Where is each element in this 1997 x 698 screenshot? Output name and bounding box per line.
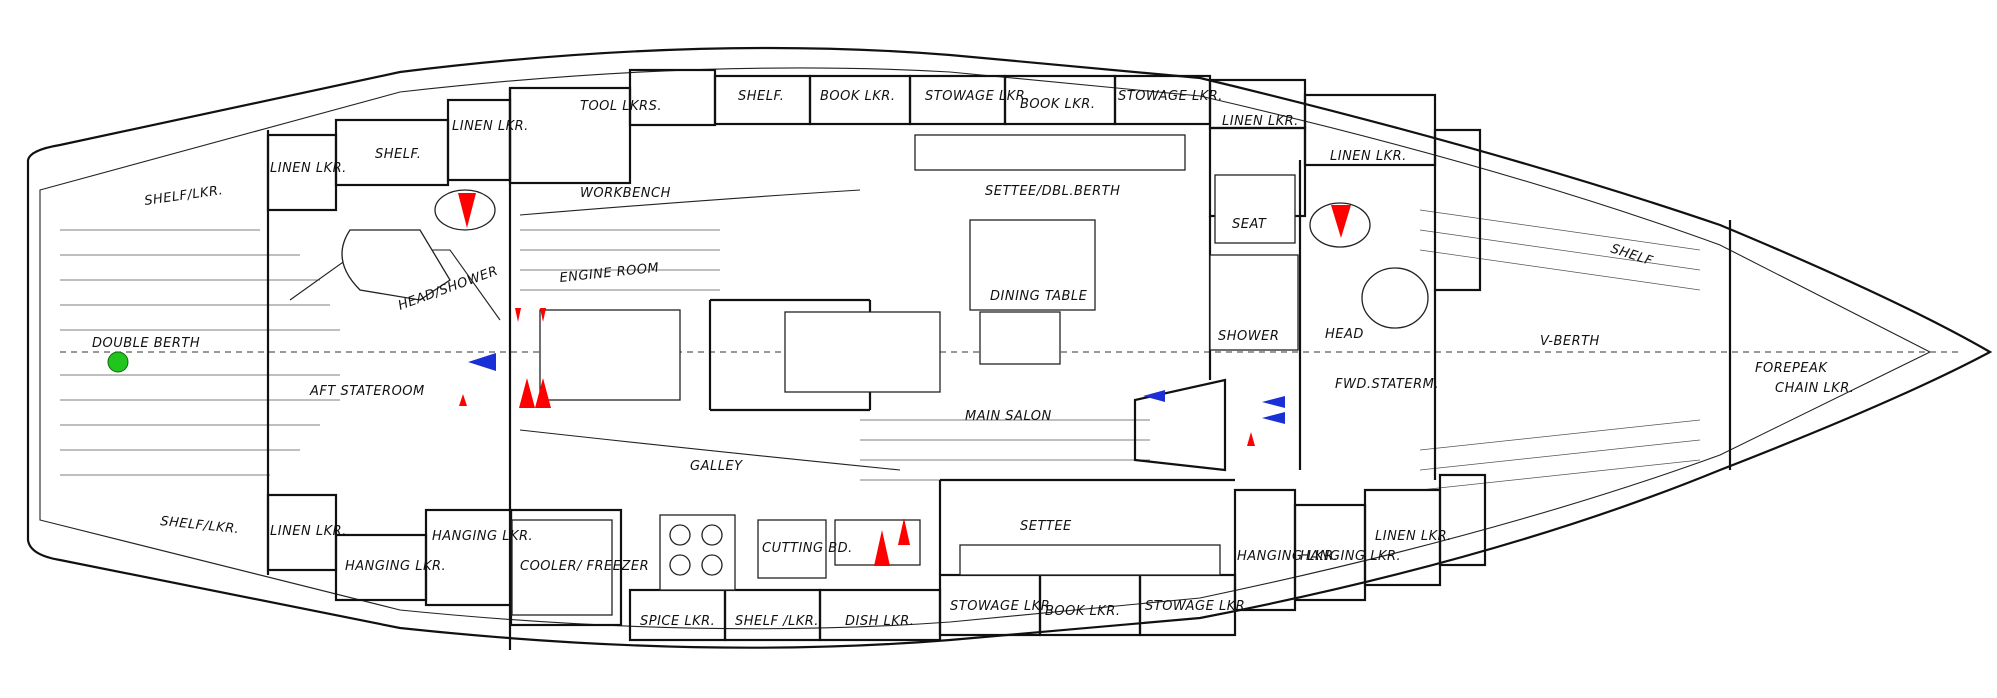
label-settee-dbl-berth: SETTEE/DBL.BERTH [985, 184, 1120, 199]
cutting-board [757, 519, 827, 579]
label-shelf-bow: SHELF [1609, 242, 1655, 270]
hull-outline [26, 46, 1993, 649]
label-chain-lkr: CHAIN LKR. [1775, 381, 1854, 396]
galley-stove [659, 514, 736, 591]
label-shelf-head: SHELF. [375, 147, 421, 162]
label-linen-lkr-6: LINEN LKR. [1375, 529, 1452, 544]
red-marker [458, 193, 476, 228]
red-marker [1247, 432, 1255, 446]
dining-table [969, 219, 1096, 311]
label-stowage-lkr-4: STOWAGE LKR. [1145, 599, 1250, 614]
label-book-lkr-3: BOOK LKR. [1045, 604, 1120, 619]
label-v-berth: V-BERTH [1540, 334, 1600, 349]
label-linen-lkr-4: LINEN LKR. [1330, 149, 1407, 164]
label-stowage-lkr-1: STOWAGE LKR. [925, 89, 1030, 104]
label-main-salon: MAIN SALON [965, 409, 1052, 424]
cooler-freezer-box [511, 519, 613, 616]
settee-bottom [959, 544, 1221, 576]
label-hanging-lkr-1: HANGING LKR. [345, 559, 446, 574]
label-forepeak: FOREPEAK [1755, 361, 1828, 376]
label-shelf-lkr-aft-bottom: SHELF/LKR. [160, 514, 240, 537]
label-head: HEAD [1325, 327, 1364, 342]
salon-cabinet [979, 311, 1061, 365]
label-shower: SHOWER [1218, 329, 1279, 344]
label-linen-lkr-5: LINEN LKR. [270, 524, 347, 539]
label-book-lkr-1: BOOK LKR. [820, 89, 895, 104]
label-stowage-lkr-3: STOWAGE LKR. [950, 599, 1055, 614]
red-marker [515, 308, 521, 322]
floor-hatching [60, 209, 1701, 491]
label-dish-lkr: DISH LKR. [845, 614, 914, 629]
label-engine-room: ENGINE ROOM [559, 261, 660, 286]
red-marker [898, 518, 910, 545]
label-shelf-lkr-aft-top: SHELF/LKR. [143, 183, 224, 209]
label-hanging-lkr-2: HANGING LKR. [432, 529, 533, 544]
label-cutting-bd: CUTTING BD. [762, 541, 853, 556]
red-marker [540, 308, 546, 322]
label-seat: SEAT [1232, 217, 1267, 232]
label-aft-stateroom: AFT STATEROOM [309, 384, 425, 399]
red-marker [519, 378, 535, 408]
label-shelf-top: SHELF. [738, 89, 784, 104]
interior-walls [266, 88, 1437, 650]
label-shelf-lkr-galley: SHELF /LKR. [735, 614, 819, 629]
red-marker [535, 378, 551, 408]
label-tool-lkrs: TOOL LKRS. [580, 99, 662, 114]
fwd-sink [1361, 267, 1429, 329]
label-dining-table: DINING TABLE [990, 289, 1088, 304]
label-galley: GALLEY [690, 459, 743, 474]
label-cooler-freezer: COOLER/ FREEZER [520, 559, 649, 574]
label-settee: SETTEE [1020, 519, 1072, 534]
fixtures [341, 134, 1429, 616]
aft-shower [341, 229, 451, 301]
settee-top [914, 134, 1186, 171]
label-linen-lkr-3: LINEN LKR. [1222, 114, 1299, 129]
hull-inner [39, 67, 1932, 630]
blue-marker [468, 353, 496, 371]
fwd-shower [1209, 254, 1299, 351]
markers [107, 193, 1351, 566]
nav-cabinet [784, 311, 941, 393]
blue-marker [1143, 390, 1165, 402]
red-marker [459, 394, 467, 406]
label-linen-lkr-2: LINEN LKR. [452, 119, 529, 134]
seat [1214, 174, 1296, 244]
label-hanging-lkr-3: HANGING LKR. [1237, 549, 1338, 564]
label-double-berth: DOUBLE BERTH [92, 336, 200, 351]
engine-block [539, 309, 681, 401]
blue-marker [1262, 412, 1285, 424]
red-marker [1331, 205, 1351, 238]
label-workbench: WORKBENCH [580, 186, 671, 201]
blue-marker [1262, 396, 1285, 408]
label-linen-lkr-1: LINEN LKR. [270, 161, 347, 176]
label-fwd-stateroom: FWD.STATERM. [1335, 377, 1439, 392]
label-hanging-lkr-4: HANGING LKR. [1300, 549, 1401, 564]
green-location-dot [107, 351, 129, 373]
red-marker [874, 530, 890, 566]
label-stowage-lkr-2: STOWAGE LKR. [1118, 89, 1223, 104]
label-book-lkr-2: BOOK LKR. [1020, 97, 1095, 112]
label-spice-lkr: SPICE LKR. [640, 614, 715, 629]
